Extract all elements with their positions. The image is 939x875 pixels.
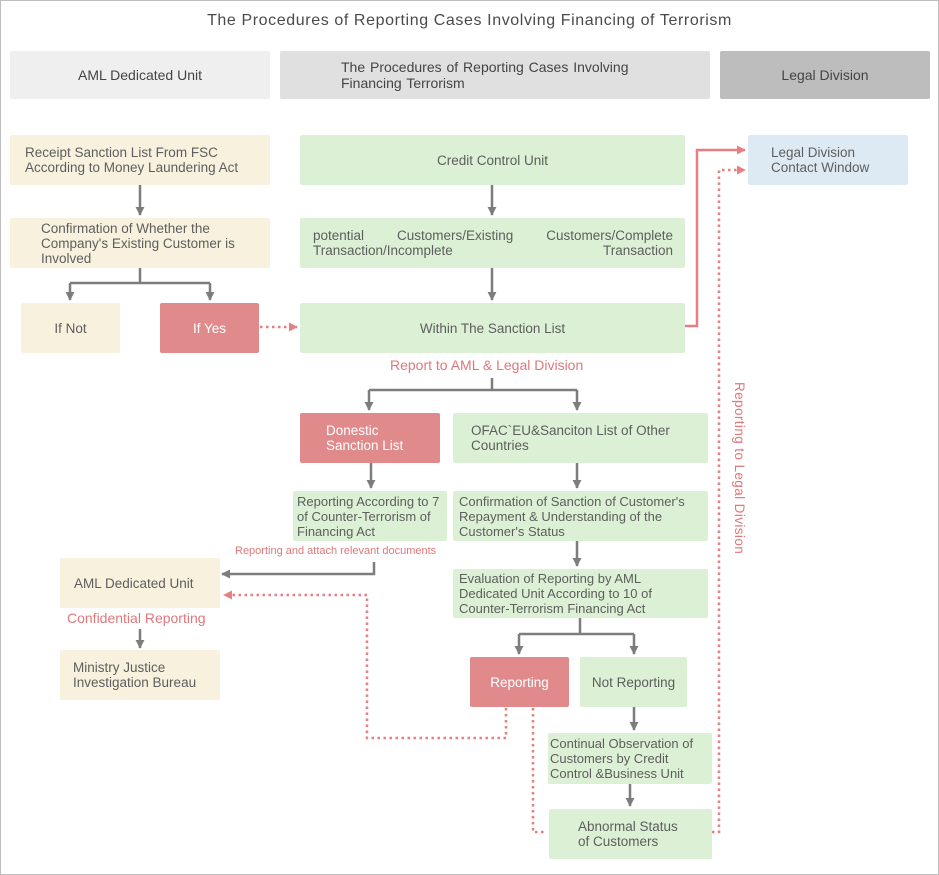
node-potential-label: potential Customers/Existing Customers/C…: [313, 228, 673, 258]
node-ministry-justice: Ministry Justice Investigation Bureau: [60, 650, 220, 700]
column-header-procedures: The Procedures of Reporting Cases Involv…: [280, 51, 710, 99]
node-evaluation-of-reporting: Evaluation of Reporting by AML Dedicated…: [453, 569, 708, 618]
branch-within: [369, 378, 577, 392]
node-reporting-7-label: Reporting According to 7 of Counter-Terr…: [297, 493, 440, 539]
node-aml-dedicated-unit: AML Dedicated Unit: [60, 558, 220, 608]
node-not-reporting-label: Not Reporting: [591, 674, 676, 690]
node-domestic-sanction-list: Donestic Sanction List: [300, 413, 440, 463]
arrow-reporting7-to-aml: [221, 562, 376, 579]
node-continual-observation: Continual Observation of Customers by Cr…: [548, 733, 712, 784]
label-reporting-to-legal-division: Reporting to Legal Division: [732, 382, 747, 555]
node-receipt-label: Receipt Sanction List From FSC According…: [25, 145, 239, 175]
node-if-not-label: If Not: [54, 320, 87, 336]
node-ministry-label: Ministry Justice Investigation Bureau: [73, 660, 197, 690]
column-header-legal: Legal Division: [720, 51, 930, 99]
column-header-procedures-label: The Procedures of Reporting Cases Involv…: [341, 59, 629, 91]
node-legal-contact-window: Legal Division Contact Window: [748, 135, 908, 185]
node-credit-control-label: Credit Control Unit: [436, 152, 549, 168]
label-attach-documents: Reporting and attach relevant documents: [235, 545, 437, 557]
node-ofac-label: OFAC`EU&Sanciton List of Other Countries: [471, 423, 670, 453]
node-confirm-sanction-repayment: Confirmation of Sanction of Customer's R…: [453, 491, 708, 541]
node-domestic-label: Donestic Sanction List: [326, 423, 404, 453]
node-not-reporting: Not Reporting: [580, 657, 687, 707]
node-aml-unit-label: AML Dedicated Unit: [74, 575, 194, 591]
column-header-aml: AML Dedicated Unit: [10, 51, 270, 99]
node-if-yes: If Yes: [160, 303, 259, 353]
node-continual-label: Continual Observation of Customers by Cr…: [550, 736, 694, 781]
node-if-yes-label: If Yes: [192, 320, 227, 336]
node-within-label: Within The Sanction List: [419, 320, 566, 336]
node-reporting: Reporting: [470, 657, 569, 707]
branch-evaluation: [519, 618, 634, 636]
node-reporting-article-7: Reporting According to 7 of Counter-Terr…: [293, 491, 447, 541]
column-header-legal-label: Legal Division: [781, 67, 869, 83]
node-receipt-sanction-list: Receipt Sanction List From FSC According…: [10, 135, 270, 185]
node-legal-contact-label: Legal Division Contact Window: [771, 145, 870, 175]
branch-confirmation: [70, 268, 210, 285]
dashed-abnormal-to-legal: [712, 165, 746, 834]
node-credit-control-unit: Credit Control Unit: [300, 135, 685, 185]
label-confidential-reporting: Confidential Reporting: [67, 610, 206, 626]
node-confirm-sanction-label: Confirmation of Sanction of Customer's R…: [459, 493, 685, 539]
node-abnormal-label: Abnormal Status of Customers: [578, 819, 678, 849]
arrow-within-to-legal: [685, 145, 746, 328]
label-report-to-aml-legal: Report to AML & Legal Division: [390, 357, 584, 373]
node-evaluation-label: Evaluation of Reporting by AML Dedicated…: [459, 571, 652, 616]
node-confirmation-label: Confirmation of Whether the Company's Ex…: [41, 220, 235, 266]
node-reporting-label: Reporting: [490, 674, 549, 690]
node-if-not: If Not: [21, 303, 120, 353]
column-header-aml-label: AML Dedicated Unit: [78, 67, 202, 83]
node-confirmation-existing-customer: Confirmation of Whether the Company's Ex…: [10, 218, 270, 268]
dashed-reporting-to-abnormal: [531, 708, 547, 834]
node-within-sanction-list: Within The Sanction List: [300, 303, 685, 353]
diagram-title: The Procedures of Reporting Cases Involv…: [207, 12, 732, 29]
node-potential-customers: potential Customers/Existing Customers/C…: [300, 218, 685, 268]
node-ofac-eu-list: OFAC`EU&Sanciton List of Other Countries: [453, 413, 708, 463]
dashed-reporting-to-aml: [223, 590, 508, 740]
node-abnormal-status: Abnormal Status of Customers: [549, 809, 712, 859]
